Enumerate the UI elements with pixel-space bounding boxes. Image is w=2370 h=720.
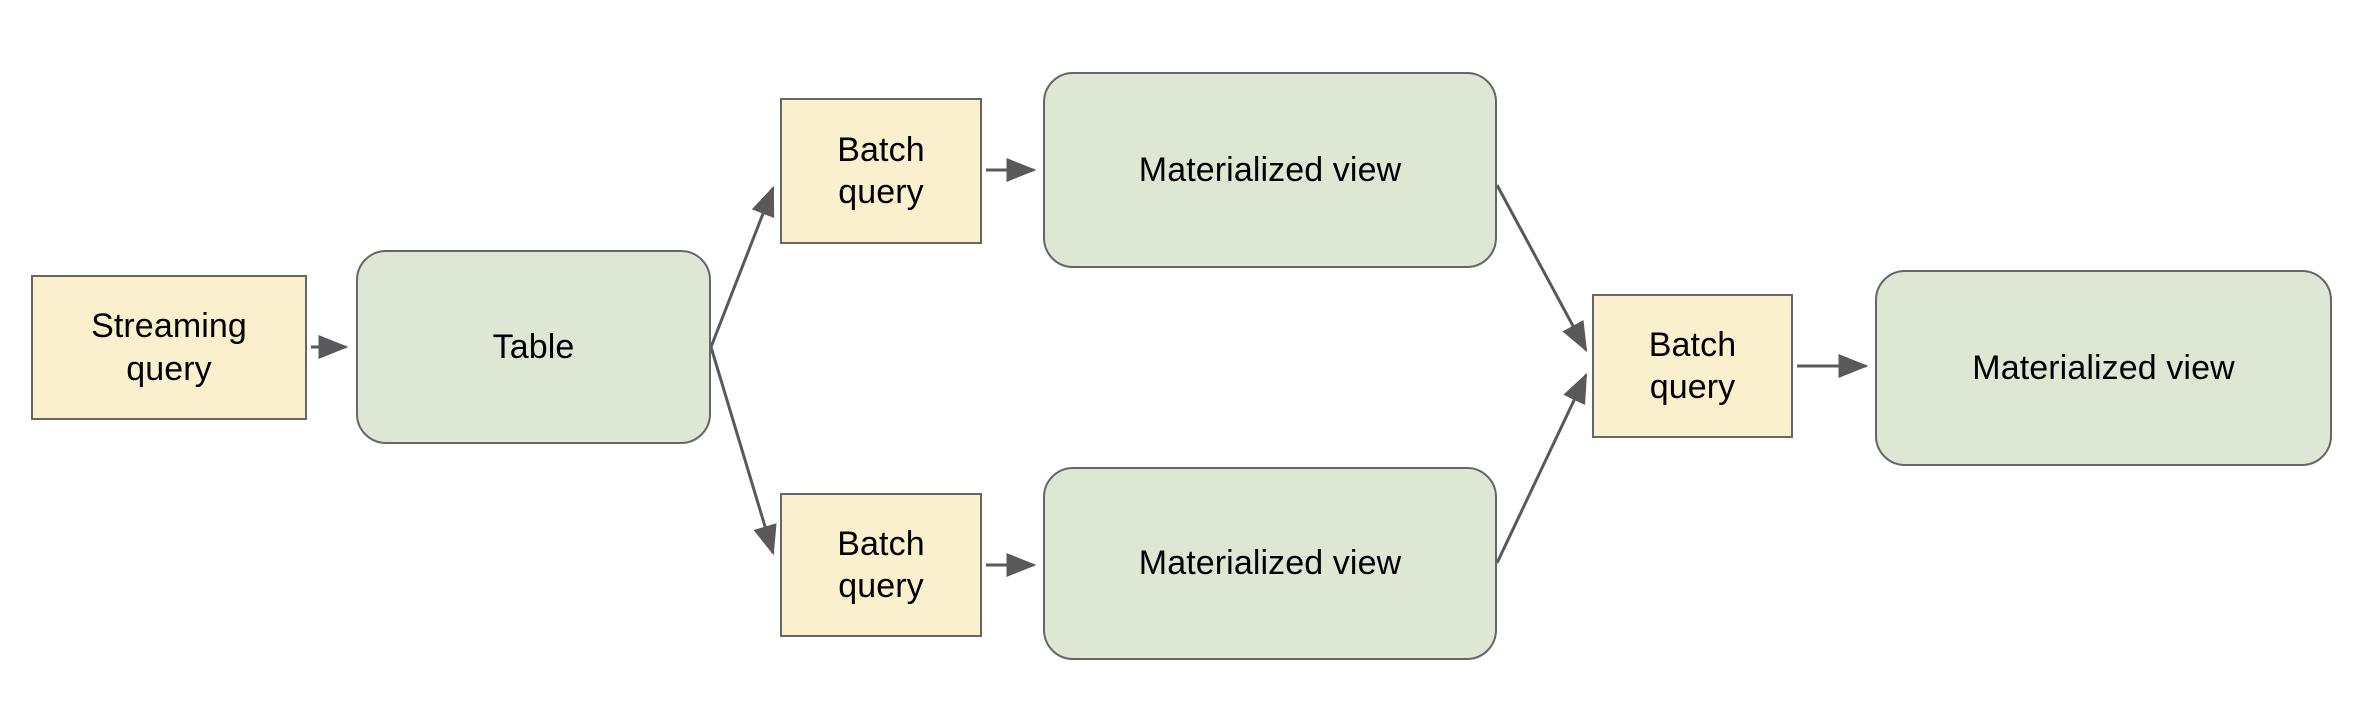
edge-materialized-view-bottom-to-batch-query-merge [1495,372,1588,564]
edge-table-to-batch-query-top [709,185,775,348]
node-table-label: Table [492,327,575,366]
node-batch-query-bottom[interactable]: Batch query [780,493,982,637]
node-streaming-query[interactable]: Streaming query [31,275,307,420]
node-batch-query-bottom-label: Batch query [837,524,925,606]
node-materialized-view-top[interactable]: Materialized view [1043,72,1497,268]
node-materialized-view-final-label: Materialized view [1972,348,2235,387]
node-streaming-query-label: Streaming query [91,307,247,388]
node-materialized-view-bottom-label: Materialized view [1138,544,1402,583]
node-batch-query-top[interactable]: Batch query [780,98,982,244]
node-batch-query-merge-label: Batch query [1648,325,1737,407]
node-materialized-view-top-label: Materialized view [1138,150,1402,189]
edge-materialized-view-top-to-batch-query-merge [1495,184,1588,353]
node-batch-query-merge[interactable]: Batch query [1592,294,1793,438]
edge-table-to-batch-query-bottom [709,346,777,556]
node-materialized-view-bottom[interactable]: Materialized view [1043,467,1497,660]
node-batch-query-top-label: Batch query [837,130,925,212]
node-materialized-view-final[interactable]: Materialized view [1875,270,2332,466]
node-table[interactable]: Table [356,250,711,444]
